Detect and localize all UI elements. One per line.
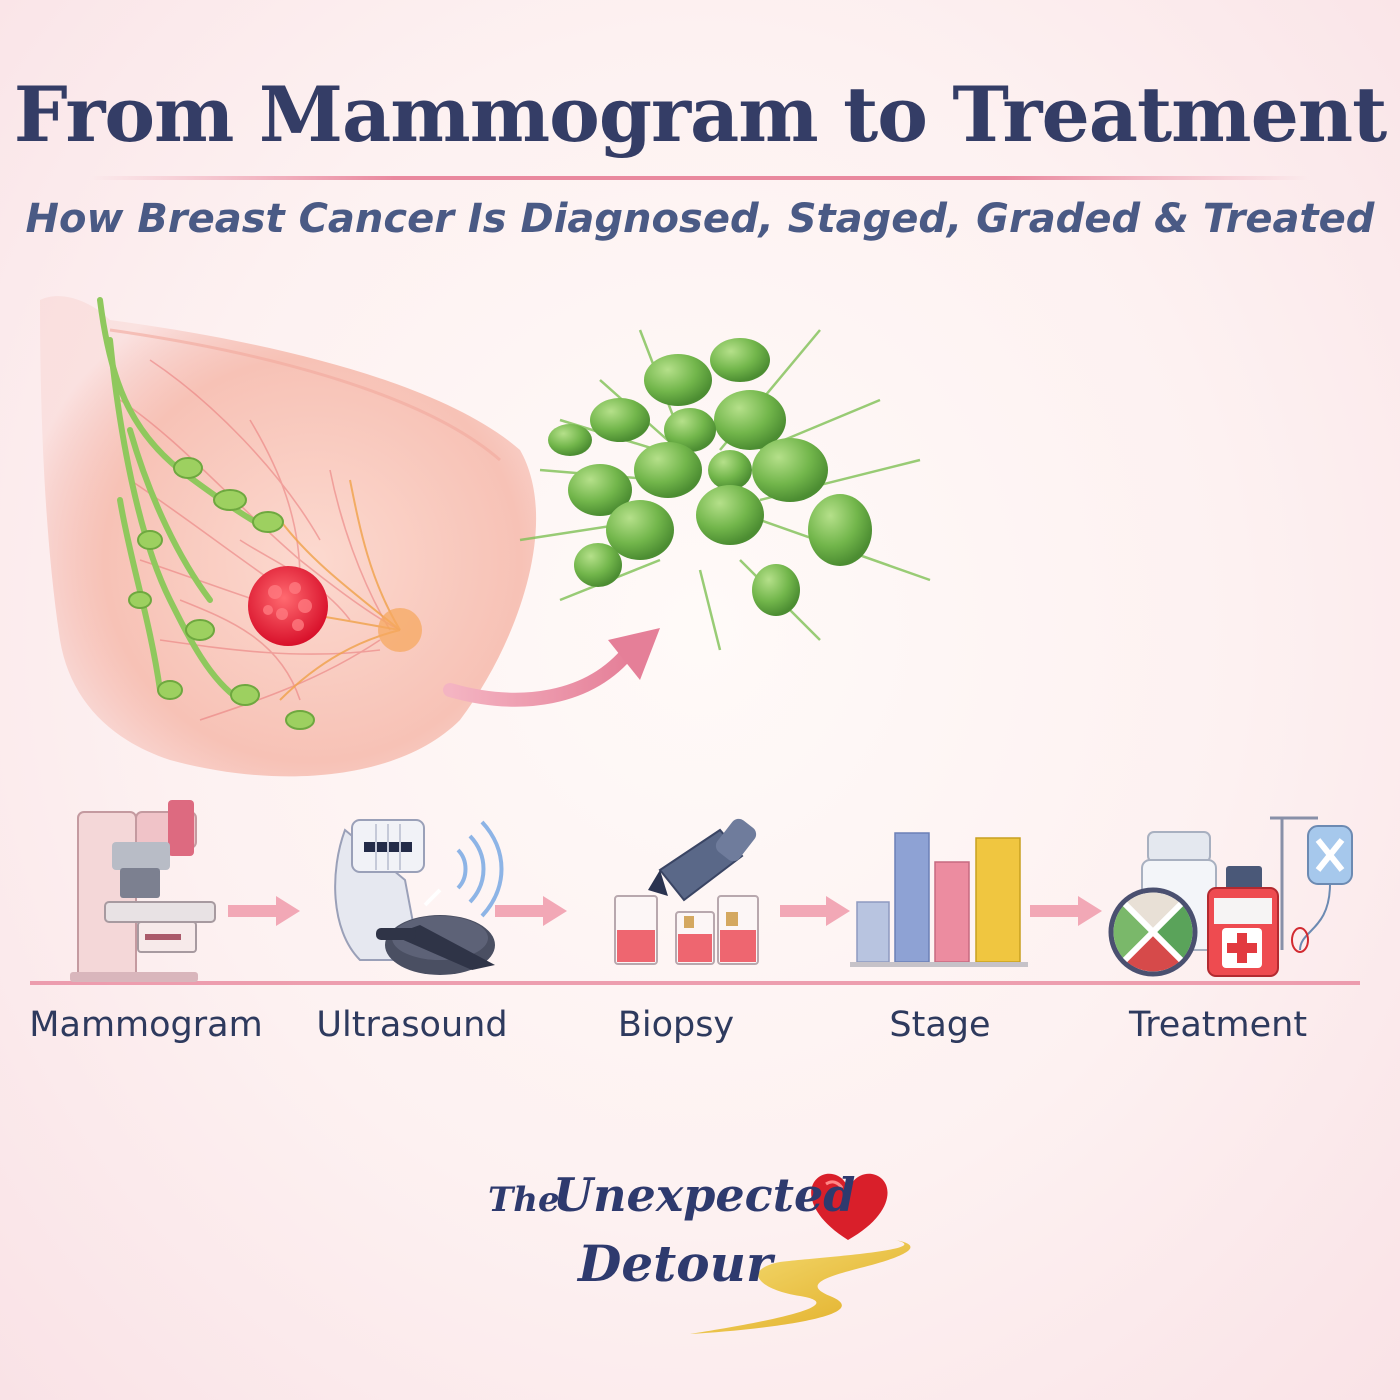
step-label-stage: Stage (889, 1005, 991, 1045)
logo-word-detour: Detour (578, 1234, 773, 1293)
biopsy-vials-icon (614, 818, 759, 965)
step-arrow-1 (228, 896, 300, 926)
stage-bar-chart-icon (850, 832, 1028, 967)
title-divider (90, 176, 1310, 180)
timeline-baseline (30, 981, 1360, 985)
breast-anatomy-illustration (40, 296, 537, 777)
logo-word-unexpected: Unexpected (553, 1168, 856, 1222)
treatment-medicine-icon (1108, 816, 1353, 977)
mammogram-machine-icon (70, 800, 216, 982)
cancer-cell-cluster (519, 329, 931, 651)
step-label-treatment: Treatment (1128, 1005, 1308, 1045)
ultrasound-scanner-icon (334, 819, 504, 975)
step-label-biopsy: Biopsy (617, 1005, 735, 1045)
nipple (378, 608, 422, 652)
step-label-ultrasound: Ultrasound (316, 1005, 508, 1045)
heart-icon (811, 1173, 888, 1240)
tumor (248, 566, 328, 646)
page-subtitle: How Breast Cancer Is Diagnosed, Staged, … (25, 196, 1375, 242)
road-icon (690, 1240, 911, 1334)
logo-word-the: The (488, 1180, 560, 1220)
step-arrow-3 (780, 896, 850, 926)
step-arrow-2 (495, 896, 567, 926)
step-arrow-4 (1030, 896, 1102, 926)
page-title: From Mammogram to Treatment (13, 70, 1388, 159)
zoom-arrow (443, 643, 637, 707)
step-label-mammogram: Mammogram (29, 1005, 263, 1045)
zoom-arrowhead (608, 628, 660, 680)
